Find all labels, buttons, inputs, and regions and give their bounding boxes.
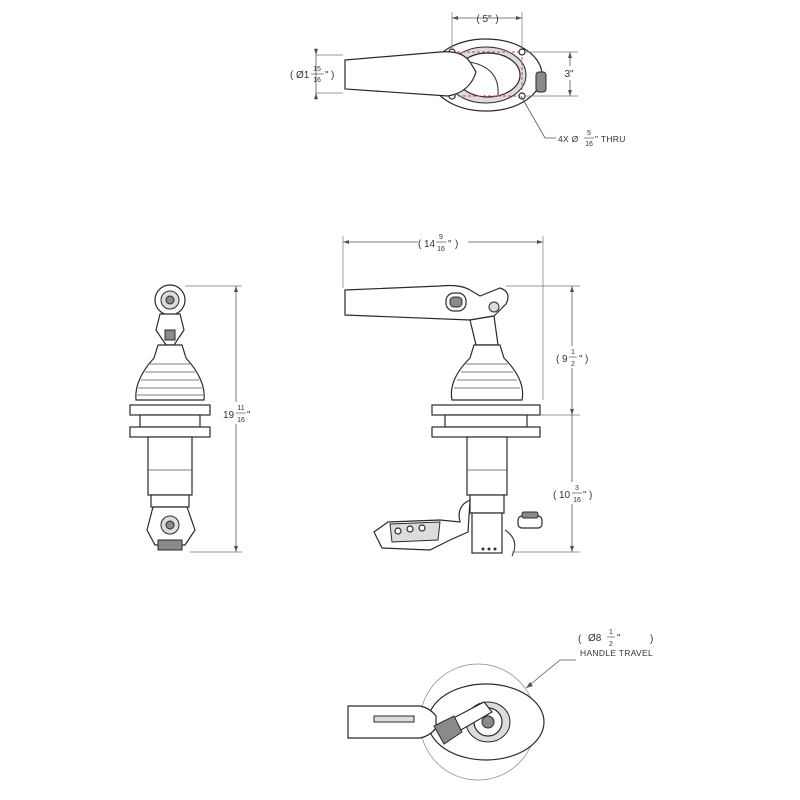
- svg-text:9: 9: [439, 234, 443, 241]
- front-cone: [135, 344, 205, 401]
- side-knob-stem: [504, 529, 516, 557]
- front-view: 19 11 16 ": [129, 284, 251, 553]
- svg-text:4X Ø: 4X Ø: [558, 134, 579, 144]
- svg-text:16: 16: [313, 77, 321, 84]
- svg-text:16: 16: [437, 246, 445, 253]
- svg-text:): ): [585, 354, 588, 365]
- svg-text:11: 11: [237, 405, 244, 412]
- svg-text:Ø1: Ø1: [296, 70, 310, 81]
- svg-text:": ": [325, 70, 329, 81]
- svg-text:2: 2: [571, 361, 575, 368]
- front-lower-flange: [129, 426, 211, 438]
- front-overall-height-dim: 19 11 16 ": [222, 402, 251, 424]
- side-cone: [450, 344, 524, 401]
- svg-text:": ": [579, 354, 583, 365]
- svg-text:2: 2: [609, 641, 613, 648]
- svg-text:14: 14: [424, 239, 436, 250]
- side-handle: [344, 284, 509, 321]
- svg-text:(: (: [290, 70, 294, 81]
- top-knob: [535, 71, 547, 93]
- svg-text:": ": [583, 490, 587, 501]
- mount-hole: [518, 48, 526, 56]
- front-upper-flange: [129, 404, 211, 416]
- svg-text:19: 19: [223, 410, 235, 421]
- top-handle-neck: [469, 61, 499, 96]
- svg-text:Ø8: Ø8: [588, 633, 602, 644]
- svg-text:1: 1: [571, 349, 575, 356]
- svg-text:" THRU: " THRU: [595, 134, 626, 144]
- svg-text:): ): [495, 14, 498, 25]
- bottom-travel-dim: ( Ø8 1 2 " ) HANDLE TRAVEL: [578, 629, 653, 658]
- svg-text:): ): [455, 239, 458, 250]
- svg-text:16: 16: [573, 497, 581, 504]
- svg-text:16: 16: [237, 417, 245, 424]
- svg-text:): ): [589, 490, 592, 501]
- mount-hole: [518, 92, 526, 100]
- svg-text:): ): [331, 70, 334, 81]
- svg-text:): ): [650, 634, 653, 645]
- svg-text:3: 3: [575, 485, 579, 492]
- top-view: 5" ( ) 3" ( Ø1 15 16 " ) 4X Ø 5: [290, 12, 626, 148]
- side-shaft: [466, 436, 508, 496]
- svg-text:5: 5: [587, 130, 591, 137]
- svg-text:(: (: [556, 354, 560, 365]
- svg-text:": ": [247, 410, 251, 421]
- side-lower-height-dim: ( 10 3 16 " ): [553, 482, 593, 504]
- svg-text:10: 10: [559, 490, 571, 501]
- top-handle: [344, 51, 477, 97]
- side-neck: [469, 315, 499, 346]
- side-lower-flange: [431, 426, 541, 438]
- side-upper-flange: [431, 404, 541, 416]
- svg-text:9: 9: [562, 354, 568, 365]
- top-width-dim: 5": [482, 14, 492, 25]
- bottom-knob: [433, 715, 463, 745]
- svg-text:15: 15: [313, 66, 321, 73]
- svg-text:(: (: [476, 14, 480, 25]
- top-holes-note: 4X Ø 5 16 " THRU: [558, 130, 626, 148]
- svg-text:HANDLE TRAVEL: HANDLE TRAVEL: [580, 648, 653, 658]
- side-upper-height-dim: ( 9 1 2 " ): [555, 346, 591, 368]
- svg-text:": ": [617, 633, 621, 644]
- front-shaft: [147, 436, 193, 496]
- svg-text:(: (: [553, 490, 557, 501]
- top-height-dim: 3": [564, 69, 574, 80]
- top-handle-dia-dim: ( Ø1 15 16 " ): [290, 66, 334, 84]
- svg-text:(: (: [578, 634, 582, 645]
- svg-text:16: 16: [585, 141, 593, 148]
- bottom-view: ( Ø8 1 2 " ) HANDLE TRAVEL: [347, 629, 653, 781]
- side-length-dim: ( 14 9 16 " ): [418, 232, 468, 254]
- svg-text:": ": [448, 239, 452, 250]
- svg-text:(: (: [418, 239, 422, 250]
- svg-text:1: 1: [609, 629, 613, 636]
- side-view: ( 14 9 16 " ) ( 9 1 2 " ) (: [342, 232, 593, 557]
